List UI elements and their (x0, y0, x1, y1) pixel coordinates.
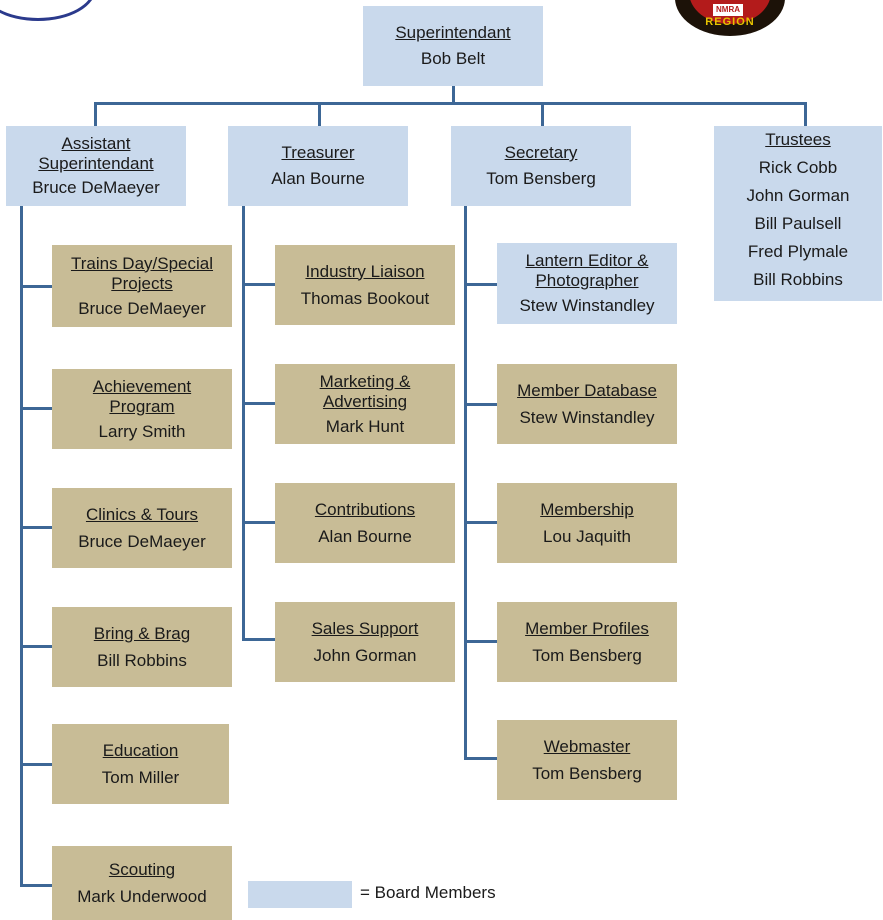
committee-title: Membership (540, 499, 634, 519)
person-name: Bill Robbins (97, 650, 187, 670)
connector-line (464, 521, 497, 524)
committee-box: Marketing & Advertising Mark Hunt (275, 364, 455, 444)
treasurer-box: Treasurer Alan Bourne (228, 126, 408, 206)
person-name: Thomas Bookout (300, 288, 430, 308)
person-name: Lou Jaquith (543, 526, 631, 546)
trustee-name: Bill Paulsell (754, 214, 842, 233)
connector-line (242, 638, 275, 641)
connector-line (20, 763, 52, 766)
connector-line (464, 757, 497, 760)
committee-title: Trains Day/Special Projects (70, 253, 214, 293)
superintendant-box: Superintendant Bob Belt (363, 6, 543, 86)
connector-line (20, 206, 23, 887)
trustees-box: Trustees Rick Cobb John Gorman Bill Paul… (714, 126, 882, 301)
committee-title: Member Database (517, 380, 657, 400)
person-name: Stew Winstandley (519, 407, 655, 427)
committee-box: Member Database Stew Winstandley (497, 364, 677, 444)
person-name: Bruce DeMaeyer (78, 298, 206, 318)
committee-box: Bring & Brag Bill Robbins (52, 607, 232, 687)
committee-box: Scouting Mark Underwood (52, 846, 232, 920)
connector-line (464, 283, 497, 286)
committee-title: Scouting (108, 859, 176, 879)
committee-box: Trains Day/Special Projects Bruce DeMaey… (52, 245, 232, 327)
committee-title: Achievement Program (92, 376, 192, 416)
connector-line (242, 402, 275, 405)
committee-box: Achievement Program Larry Smith (52, 369, 232, 449)
connector-line (20, 285, 52, 288)
person-name: Bob Belt (420, 49, 486, 68)
legend-swatch (248, 881, 352, 908)
committee-box: Industry Liaison Thomas Bookout (275, 245, 455, 325)
person-name: Bruce DeMaeyer (78, 531, 206, 551)
legend-label: = Board Members (360, 883, 496, 902)
person-name: Alan Bourne (318, 526, 412, 546)
person-name: Tom Bensberg (486, 169, 596, 188)
person-name: Tom Miller (101, 767, 180, 787)
person-name: Bruce DeMaeyer (32, 178, 160, 197)
committee-title: Bring & Brag (93, 623, 191, 643)
connector-line (242, 283, 275, 286)
assistant-superintendant-box: Assistant Superintendant Bruce DeMaeyer (6, 126, 186, 206)
committee-box: Sales Support John Gorman (275, 602, 455, 682)
connector-line (20, 645, 52, 648)
person-name: John Gorman (313, 645, 417, 665)
person-name: Mark Hunt (325, 416, 405, 436)
committee-box: Membership Lou Jaquith (497, 483, 677, 563)
committee-title: Industry Liaison (305, 261, 425, 281)
committee-title: Contributions (314, 499, 416, 519)
connector-line (20, 407, 52, 410)
committee-box: Education Tom Miller (52, 724, 229, 804)
connector-line (804, 102, 807, 126)
connector-line (20, 884, 52, 887)
nmra-region-logo: NMRA REGION (675, 0, 785, 36)
connector-line (94, 102, 806, 105)
committee-title: Lantern Editor & Photographer (525, 251, 649, 290)
person-name: Alan Bourne (271, 169, 365, 188)
secretary-box: Secretary Tom Bensberg (451, 126, 631, 206)
committee-title: Clinics & Tours (85, 504, 199, 524)
person-name: Mark Underwood (77, 886, 207, 906)
committee-title: Member Profiles (525, 618, 649, 638)
role-title: Treasurer (281, 143, 355, 162)
committee-box: Contributions Alan Bourne (275, 483, 455, 563)
connector-line (20, 526, 52, 529)
trustee-name: Bill Robbins (753, 270, 843, 289)
committee-title: Webmaster (543, 736, 631, 756)
committee-title: Sales Support (311, 618, 419, 638)
role-title: Trustees (765, 130, 831, 149)
committee-title: Education (102, 740, 179, 760)
trustee-name: Fred Plymale (747, 242, 849, 261)
connector-line (318, 102, 321, 126)
person-name: Stew Winstandley (519, 296, 655, 315)
role-title: Assistant Superintendant (38, 134, 154, 173)
club-logo (0, 0, 96, 21)
lantern-editor-box: Lantern Editor & Photographer Stew Winst… (497, 243, 677, 324)
committee-box: Webmaster Tom Bensberg (497, 720, 677, 800)
committee-title: Marketing & Advertising (319, 371, 411, 411)
person-name: Larry Smith (98, 421, 186, 441)
connector-line (541, 102, 544, 126)
role-title: Superintendant (395, 23, 511, 42)
connector-line (242, 206, 245, 640)
connector-line (464, 206, 467, 759)
connector-line (94, 102, 97, 126)
role-title: Secretary (504, 143, 578, 162)
committee-box: Clinics & Tours Bruce DeMaeyer (52, 488, 232, 568)
trustee-name: John Gorman (746, 186, 850, 205)
connector-line (464, 403, 497, 406)
committee-box: Member Profiles Tom Bensberg (497, 602, 677, 682)
person-name: Tom Bensberg (532, 763, 642, 783)
connector-line (464, 640, 497, 643)
person-name: Tom Bensberg (532, 645, 642, 665)
connector-line (242, 521, 275, 524)
trustee-name: Rick Cobb (758, 158, 838, 177)
connector-line (452, 86, 455, 104)
